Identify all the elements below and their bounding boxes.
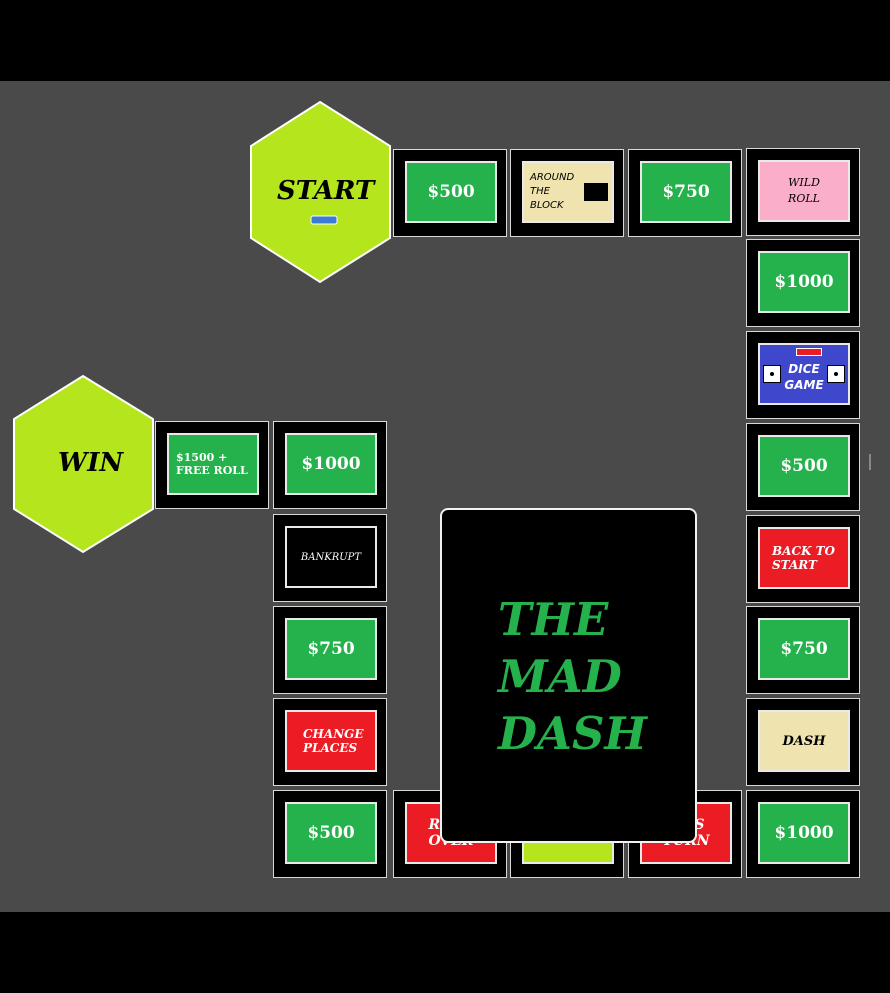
space-500-left[interactable]: $500: [273, 790, 387, 878]
game-board: START WIN $500 AROUND THE BLOCK $750 WIL…: [0, 81, 890, 912]
space-label: $1000: [758, 251, 850, 313]
space-label: BANKRUPT: [285, 526, 377, 588]
space-label: $500: [758, 435, 850, 497]
space-label: $1500 + FREE ROLL: [167, 433, 259, 495]
space-1500-free-roll[interactable]: $1500 + FREE ROLL: [155, 421, 269, 509]
space-1000-left[interactable]: $1000: [273, 421, 387, 509]
space-label: $500: [285, 802, 377, 864]
space-label: $1000: [285, 433, 377, 495]
space-label: $1000: [758, 802, 850, 864]
around-block-card: AROUND THE BLOCK: [522, 161, 614, 223]
win-label: WIN: [58, 448, 124, 478]
red-token-icon: [796, 348, 822, 356]
space-label: DASH: [758, 710, 850, 772]
space-label: $750: [758, 618, 850, 680]
title-line-3: DASH: [498, 707, 647, 760]
edge-marker: [869, 454, 871, 470]
space-label: $750: [640, 161, 732, 223]
space-750-top[interactable]: $750: [628, 149, 742, 237]
space-label: $750: [285, 618, 377, 680]
space-label: AROUND THE BLOCK: [530, 172, 575, 211]
space-dash[interactable]: DASH: [746, 698, 860, 786]
space-change-places[interactable]: CHANGE PLACES: [273, 698, 387, 786]
space-label: DICE GAME: [784, 362, 824, 392]
space-bankrupt[interactable]: BANKRUPT: [273, 514, 387, 602]
title-card: THE MAD DASH: [440, 508, 697, 843]
dice-game-card: DICE GAME: [758, 343, 850, 405]
win-hexagon[interactable]: [12, 374, 157, 554]
title-line-1: THE: [498, 593, 609, 646]
black-square-icon: [584, 183, 608, 201]
start-hexagon[interactable]: [248, 100, 393, 284]
title-line-2: MAD: [498, 650, 622, 703]
space-750-right[interactable]: $750: [746, 606, 860, 694]
space-750-left[interactable]: $750: [273, 606, 387, 694]
start-label: START: [277, 176, 375, 206]
space-1000-corner[interactable]: $1000: [746, 790, 860, 878]
space-1000-right[interactable]: $1000: [746, 239, 860, 327]
space-back-to-start[interactable]: BACK TO START: [746, 515, 860, 603]
space-label: $500: [405, 161, 497, 223]
space-label: WILD ROLL: [758, 160, 850, 222]
space-500-top[interactable]: $500: [393, 149, 507, 237]
space-label: BACK TO START: [758, 527, 850, 589]
space-around-the-block[interactable]: AROUND THE BLOCK: [510, 149, 624, 237]
space-dice-game[interactable]: DICE GAME: [746, 331, 860, 419]
space-500-right[interactable]: $500: [746, 423, 860, 511]
player-token[interactable]: [310, 215, 338, 225]
die-right-icon: [827, 365, 845, 383]
die-left-icon: [763, 365, 781, 383]
space-wild-roll[interactable]: WILD ROLL: [746, 148, 860, 236]
space-label: CHANGE PLACES: [285, 710, 377, 772]
